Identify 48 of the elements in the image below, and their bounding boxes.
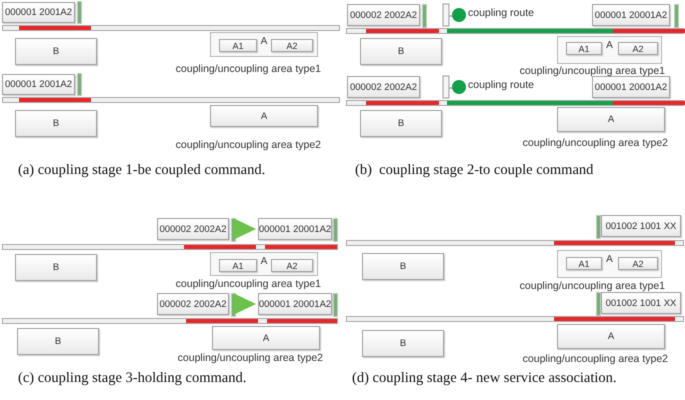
sub-area-box: A1: [566, 42, 602, 55]
area-label: A: [260, 36, 268, 47]
section-box: B: [15, 254, 97, 281]
panel-caption: (c) coupling stage 3-holding command.: [18, 370, 246, 387]
area-type-label: coupling/uncoupling area type1: [176, 63, 321, 75]
route-label: coupling route: [468, 7, 534, 19]
section-box: B: [362, 330, 444, 357]
sub-area-box: A1: [566, 257, 602, 270]
section-box: B: [17, 328, 99, 355]
sub-area-box: A2: [618, 42, 658, 55]
area-type-label: coupling/uncoupling area type1: [520, 65, 665, 77]
area-type-label: coupling/uncoupling area type2: [522, 353, 668, 365]
area-label: A: [260, 256, 268, 267]
section-box: B: [360, 110, 442, 137]
train-id-box: 001002 1001 XX: [601, 215, 681, 237]
panel-caption: (a) coupling stage 1-be coupled command.: [18, 162, 266, 179]
section-box: B: [15, 110, 97, 137]
train-id-box: 000002 2002A2: [157, 293, 229, 315]
train-id-box: 000001 20001A2: [258, 218, 332, 240]
train-id-box: 000002 2002A2: [157, 218, 229, 240]
panel-caption: (d) coupling stage 4- new service association.: [352, 370, 617, 387]
section-box: B: [362, 253, 444, 280]
area-type-label: coupling/uncoupling area type2: [522, 137, 668, 149]
area-type-label: coupling/uncoupling area type1: [176, 278, 321, 290]
area-type-label: coupling/uncoupling area type2: [176, 139, 321, 151]
train-id-box: 000001 20001A2: [592, 76, 670, 98]
train-id-box: 000001 2001A2: [2, 74, 75, 95]
arrow: [234, 293, 256, 315]
train-id-box: 000001 2001A2: [2, 2, 75, 23]
sub-area-box: A2: [271, 39, 313, 52]
train-id-box: 000002 2002A2: [347, 4, 420, 26]
section-box: B: [15, 38, 97, 65]
train-id-box: 001002 1001 XX: [601, 292, 681, 314]
train-id-box: 000001 20001A2: [258, 293, 332, 315]
area-type-label: coupling/uncoupling area type2: [178, 352, 323, 364]
area-label: A: [606, 40, 613, 51]
sub-area-box: A2: [618, 257, 658, 270]
sub-area-box: A1: [219, 39, 257, 52]
panel-caption: (b) coupling stage 2-to couple command: [355, 162, 594, 179]
area-type-label: coupling/uncoupling area type1: [520, 280, 665, 292]
train-id-box: 000001 20001A2: [592, 4, 670, 26]
route-label: coupling route: [468, 79, 534, 91]
sub-area-box: A2: [271, 259, 313, 272]
arrow: [234, 218, 256, 240]
area-label: A: [606, 254, 613, 265]
sub-area-box: A1: [219, 259, 257, 272]
section-box: B: [360, 38, 442, 65]
train-id-box: 000002 2002A2: [347, 76, 420, 98]
